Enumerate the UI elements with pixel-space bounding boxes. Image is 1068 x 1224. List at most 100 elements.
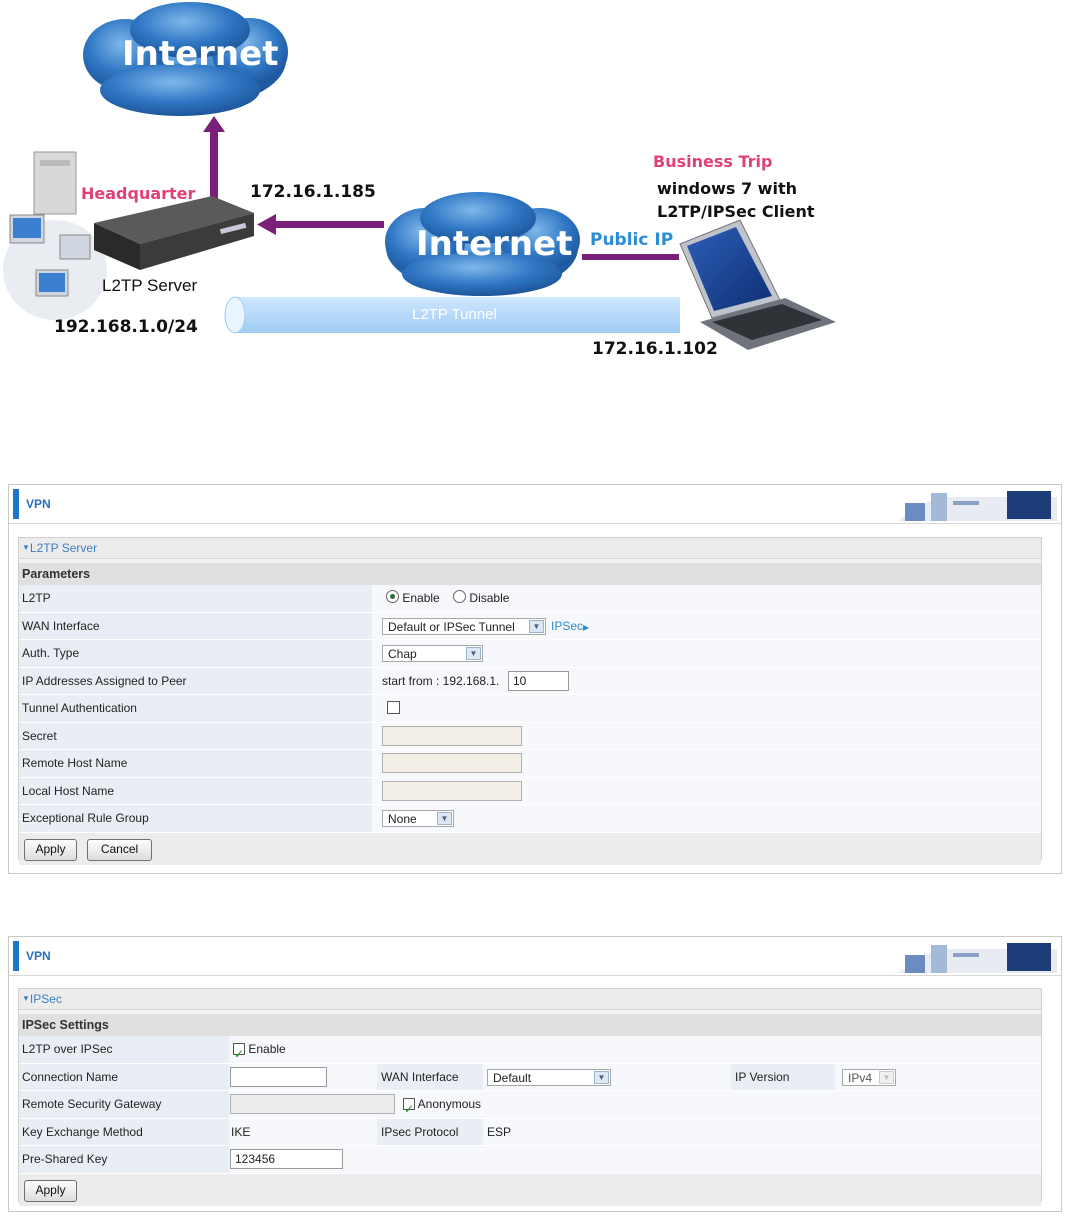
value-l2tp: Enable Disable	[372, 585, 1041, 612]
ip-version-value: IPv4	[848, 1070, 873, 1085]
wan-interface-select[interactable]: Default or IPSec Tunnel ▼	[382, 617, 546, 635]
ipsec-settings-header: IPSec Settings	[19, 1014, 1041, 1036]
secret-input[interactable]	[382, 725, 522, 746]
lan-subnet-label: 192.168.1.0/24	[54, 317, 198, 337]
value-wan-interface: Default or IPSec Tunnel ▼ IPSec▶	[372, 612, 1041, 641]
row-l2tp: L2TP Enable Disable	[19, 585, 1041, 613]
value-tunnel-auth	[372, 695, 1041, 722]
chevron-down-icon: ▼	[437, 812, 452, 825]
pre-shared-key-input[interactable]: 123456	[230, 1149, 343, 1169]
l2tp-over-ipsec-enable-label: Enable	[248, 1042, 286, 1056]
apply-button[interactable]: Apply	[24, 838, 77, 861]
arrow-up-to-internet	[203, 116, 225, 203]
radio-enable[interactable]: Enable	[386, 590, 440, 605]
radio-disable[interactable]: Disable	[453, 590, 509, 605]
header-accent-bar	[13, 941, 19, 971]
arrow-to-server	[257, 214, 384, 235]
chevron-down-icon: ▼	[879, 1070, 894, 1084]
section-toggle-ipsec[interactable]: ▼IPSec	[19, 989, 1041, 1010]
server-label: L2TP Server	[102, 276, 198, 295]
wan-interface-value: Default or IPSec Tunnel	[388, 619, 515, 634]
cancel-button[interactable]: Cancel	[87, 838, 152, 861]
wan-ip-label: 172.16.1.185	[250, 182, 376, 202]
l2tp-button-row: Apply Cancel	[19, 832, 1041, 865]
ipsec-protocol-label: IPsec Protocol	[377, 1118, 483, 1145]
ip-version-select[interactable]: IPv4 ▼	[842, 1068, 896, 1086]
panel-header: VPN	[9, 485, 1061, 524]
ipsec-protocol-value: ESP	[487, 1124, 512, 1139]
row-auth-type: Auth. Type Chap ▼	[19, 640, 1041, 668]
arrow-right-icon: ▶	[583, 622, 590, 632]
label-key-exchange: Key Exchange Method	[19, 1118, 228, 1145]
remote-host-input[interactable]	[382, 753, 522, 773]
local-host-input[interactable]	[382, 780, 522, 801]
section-toggle-l2tp[interactable]: ▼L2TP Server	[19, 538, 1041, 559]
key-exchange-value: IKE	[231, 1124, 251, 1139]
business-trip-label: Business Trip	[653, 152, 773, 171]
section-title: L2TP Server	[29, 541, 98, 555]
row-remote-gateway: Remote Security Gateway Anonymous	[19, 1091, 1041, 1122]
radio-enable-dot[interactable]	[386, 590, 399, 603]
radio-disable-dot[interactable]	[453, 590, 467, 603]
auth-type-select[interactable]: Chap ▼	[382, 645, 483, 662]
internet-cloud-middle	[385, 192, 580, 296]
value-connection-name: WAN Interface Default ▼ IP Version IPv4 …	[229, 1063, 1041, 1090]
value-exceptional-rule: None ▼	[372, 805, 1041, 832]
ipsec-wan-interface-select[interactable]: Default ▼	[487, 1068, 611, 1086]
l2tp-over-ipsec-checkbox[interactable]	[233, 1041, 245, 1067]
row-local-host: Local Host Name	[19, 777, 1041, 805]
label-auth-type: Auth. Type	[19, 640, 371, 667]
row-pre-shared-key: Pre-Shared Key 123456	[19, 1146, 1041, 1174]
anonymous-option[interactable]: Anonymous	[403, 1091, 481, 1122]
radio-enable-label: Enable	[402, 591, 440, 605]
chevron-down-icon: ▼	[529, 619, 544, 633]
ipsec-section: ▼IPSec IPSec Settings L2TP over IPSec En…	[18, 988, 1042, 1206]
row-remote-host: Remote Host Name	[19, 750, 1041, 778]
value-l2tp-over-ipsec: Enable	[229, 1036, 1041, 1067]
label-l2tp: L2TP	[19, 585, 371, 612]
ip-start-input[interactable]: 10	[508, 670, 569, 691]
wan-interface-label: WAN Interface	[377, 1063, 483, 1090]
label-exceptional-rule: Exceptional Rule Group	[19, 805, 371, 832]
tunnel-label: L2TP Tunnel	[412, 306, 497, 323]
l2tp-vpn-panel: VPN ▼L2TP Server Parameters L2TP Enable …	[8, 484, 1062, 874]
lan-computers	[3, 151, 107, 320]
ipsec-link[interactable]: IPSec▶	[551, 613, 589, 641]
headquarter-label: Headquarter	[81, 184, 196, 203]
value-remote-host	[372, 750, 1041, 777]
row-key-exchange: Key Exchange Method IKE IPsec Protocol E…	[19, 1118, 1041, 1146]
row-ip-assigned: IP Addresses Assigned to Peer start from…	[19, 667, 1041, 695]
diagram-graphics	[3, 2, 836, 350]
cloud-middle-label: Internet	[416, 224, 573, 264]
apply-button[interactable]: Apply	[24, 1179, 77, 1202]
internet-cloud-top	[83, 2, 288, 116]
label-remote-gateway: Remote Security Gateway	[19, 1091, 228, 1118]
auth-type-value: Chap	[388, 647, 417, 661]
value-auth-type: Chap ▼	[372, 640, 1041, 667]
label-secret: Secret	[19, 722, 371, 749]
row-secret: Secret	[19, 722, 1041, 750]
parameters-header: Parameters	[19, 563, 1041, 585]
row-exceptional-rule: Exceptional Rule Group None ▼	[19, 805, 1041, 833]
network-diagram: Internet Internet Headquarter 172.16.1.1…	[0, 0, 1068, 380]
ip-prefix-text: start from : 192.168.1.	[382, 673, 500, 688]
label-ip-assigned: IP Addresses Assigned to Peer	[19, 667, 371, 694]
remote-gateway-input[interactable]	[230, 1094, 395, 1114]
l2tp-server-section: ▼L2TP Server Parameters L2TP Enable Disa…	[18, 537, 1042, 865]
l2tp-tunnel	[224, 296, 680, 334]
section-title: IPSec	[29, 992, 62, 1006]
value-local-host	[372, 777, 1041, 804]
chevron-down-icon: ▼	[594, 1070, 609, 1084]
label-l2tp-over-ipsec: L2TP over IPSec	[19, 1036, 228, 1063]
anonymous-checkbox[interactable]	[403, 1096, 415, 1122]
label-wan-interface: WAN Interface	[19, 612, 371, 639]
ipsec-button-row: Apply	[19, 1173, 1041, 1206]
header-accent-bar	[13, 489, 19, 519]
exceptional-rule-value: None	[388, 812, 417, 826]
exceptional-rule-select[interactable]: None ▼	[382, 810, 454, 827]
tunnel-auth-checkbox[interactable]	[387, 701, 400, 714]
ipsec-vpn-panel: VPN ▼IPSec IPSec Settings L2TP over IPSe…	[8, 936, 1062, 1212]
connection-name-input[interactable]	[230, 1066, 327, 1087]
ip-version-label: IP Version	[731, 1063, 835, 1090]
header-decoration-icon	[897, 943, 1057, 973]
